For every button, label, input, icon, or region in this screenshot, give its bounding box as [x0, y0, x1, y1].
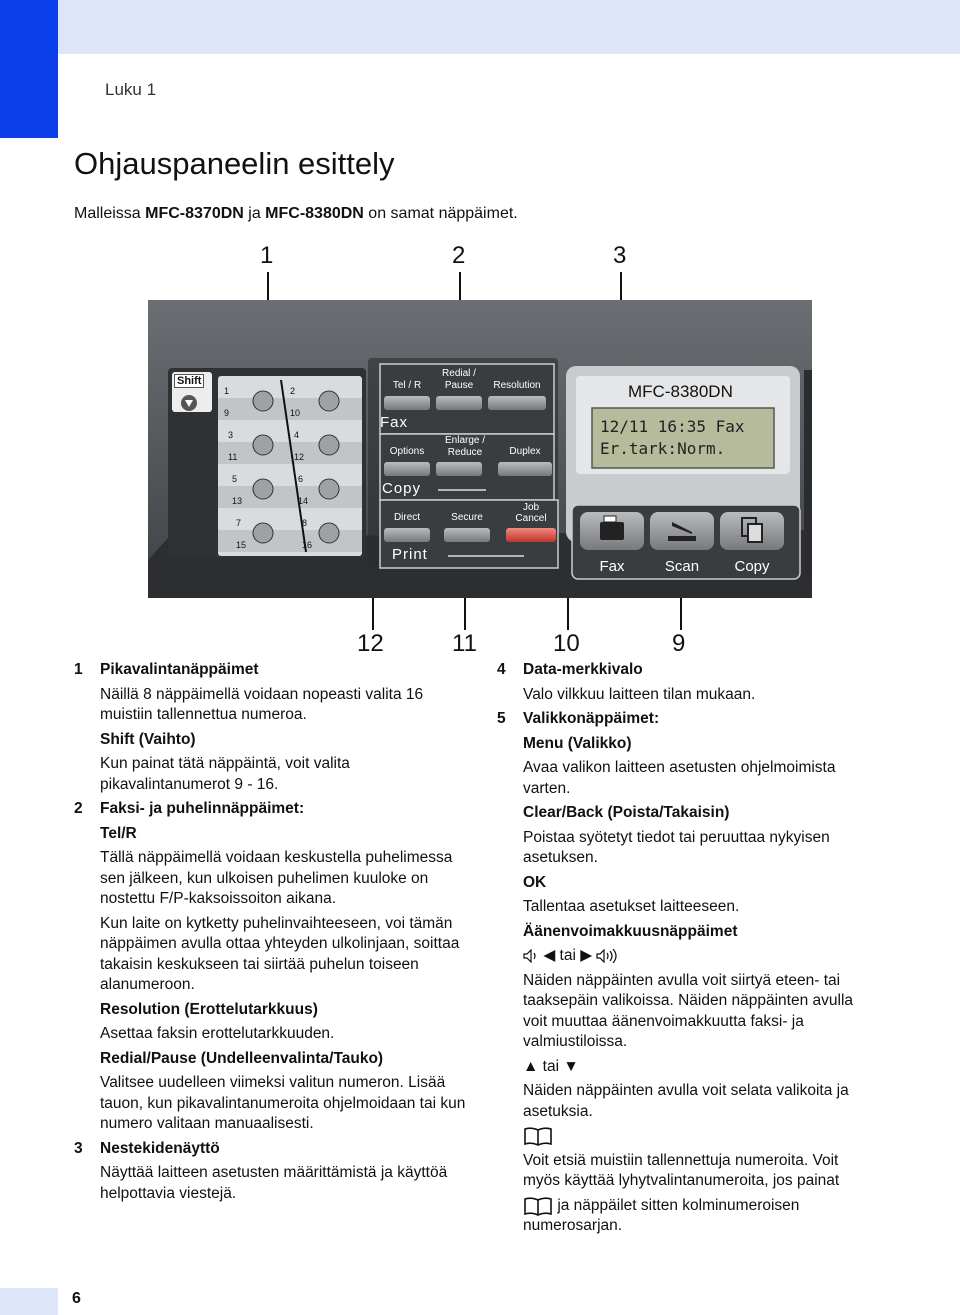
- chapter-label: Luku 1: [105, 80, 157, 99]
- control-panel-svg: [148, 300, 812, 598]
- callout-10: 10: [553, 630, 580, 657]
- volume-keys-line: ◀ tai ▶: [523, 946, 867, 967]
- tel-r-button[interactable]: Tel / R: [392, 380, 422, 391]
- fax-group-label: Fax: [380, 414, 409, 431]
- item-1-heading: Pikavalintanäppäimet: [100, 661, 259, 678]
- item-5-heading: Valikkonäppäimet:: [523, 710, 660, 727]
- callout-3: 3: [613, 242, 627, 269]
- shift-label: Shift: [177, 375, 202, 387]
- callout-9: 9: [672, 630, 686, 657]
- chapter-tab: [0, 0, 58, 138]
- page-title: Ohjauspaneelin esittely: [74, 146, 395, 181]
- options-button[interactable]: Options: [389, 446, 425, 457]
- right-arrow-icon: ▶: [580, 947, 593, 964]
- copy-group-label: Copy: [382, 480, 422, 497]
- callout-11: 11: [452, 630, 477, 657]
- updown-keys-line: ▲ tai ▼: [523, 1057, 579, 1075]
- address-book-icon-inline: [524, 1196, 552, 1216]
- item-3: 3 Nestekidenäyttö Näyttää laitteen asetu…: [74, 1139, 474, 1205]
- speaker-high-icon: [596, 948, 618, 963]
- speaker-low-icon: [523, 948, 536, 963]
- left-column: 1 Pikavalintanäppäimet Näillä 8 näppäime…: [74, 660, 474, 1208]
- scan-mode-button[interactable]: Scan: [664, 558, 700, 575]
- control-panel-illustration: Shift 1 2 9 10 3 4 11 12 5 6 13 14 7 8 1…: [148, 300, 812, 598]
- resolution-button[interactable]: Resolution: [493, 380, 541, 391]
- shift-button[interactable]: Shift: [174, 374, 205, 388]
- right-column: 4 Data-merkkivalo Valo vilkkuu laitteen …: [497, 660, 867, 1241]
- item-5: 5 Valikkonäppäimet: Menu (Valikko) Avaa …: [497, 709, 867, 1237]
- page-number: 6: [72, 1290, 81, 1307]
- scan-mode-icon: [668, 522, 696, 541]
- footer-band: [0, 1288, 58, 1315]
- lcd-line-2: Er.tark:Norm.: [600, 439, 726, 458]
- intro-text: Malleissa MFC-8370DN ja MFC-8380DN on sa…: [74, 205, 518, 222]
- item-4: 4 Data-merkkivalo Valo vilkkuu laitteen …: [497, 660, 867, 705]
- direct-button[interactable]: Direct: [393, 512, 421, 523]
- left-arrow-icon: ◀: [543, 947, 556, 964]
- model-name: MFC-8380DN: [628, 382, 733, 401]
- header-band: [0, 0, 960, 54]
- secure-button[interactable]: Secure: [451, 512, 483, 523]
- item-3-heading: Nestekidenäyttö: [100, 1139, 220, 1157]
- job-cancel-button[interactable]: Job Cancel: [515, 502, 547, 524]
- callout-12: 12: [357, 630, 384, 657]
- fax-mode-icon: [600, 515, 624, 540]
- lcd-line-1: 12/11 16:35 Fax: [600, 417, 745, 436]
- item-4-heading: Data-merkkivalo: [523, 661, 643, 678]
- duplex-button[interactable]: Duplex: [509, 446, 541, 457]
- callout-1: 1: [260, 242, 274, 269]
- copy-mode-button[interactable]: Copy: [734, 558, 770, 575]
- callout-line-9: [680, 582, 682, 630]
- address-book-icon: [524, 1127, 552, 1146]
- callout-2: 2: [452, 242, 466, 269]
- item-1: 1 Pikavalintanäppäimet Näillä 8 näppäime…: [74, 660, 474, 795]
- print-group-label: Print: [392, 546, 428, 563]
- down-arrow-icon: ▼: [563, 1057, 579, 1075]
- lcd-display: 12/11 16:35 Fax Er.tark:Norm.: [600, 416, 745, 460]
- copy-mode-icon: [741, 517, 763, 543]
- up-arrow-icon: ▲: [523, 1057, 539, 1075]
- fax-mode-button[interactable]: Fax: [599, 558, 625, 575]
- item-2-heading: Faksi- ja puhelinnäppäimet:: [100, 800, 305, 817]
- enlarge-reduce-button[interactable]: Enlarge / Reduce: [444, 435, 486, 458]
- item-2: 2 Faksi- ja puhelinnäppäimet: Tel/R Täll…: [74, 799, 474, 1135]
- redial-pause-button[interactable]: Redial / Pause: [442, 368, 476, 391]
- speed-dial-labels: 1 2 9 10 3 4 11 12 5 6 13 14 7 8 15 16: [224, 386, 313, 550]
